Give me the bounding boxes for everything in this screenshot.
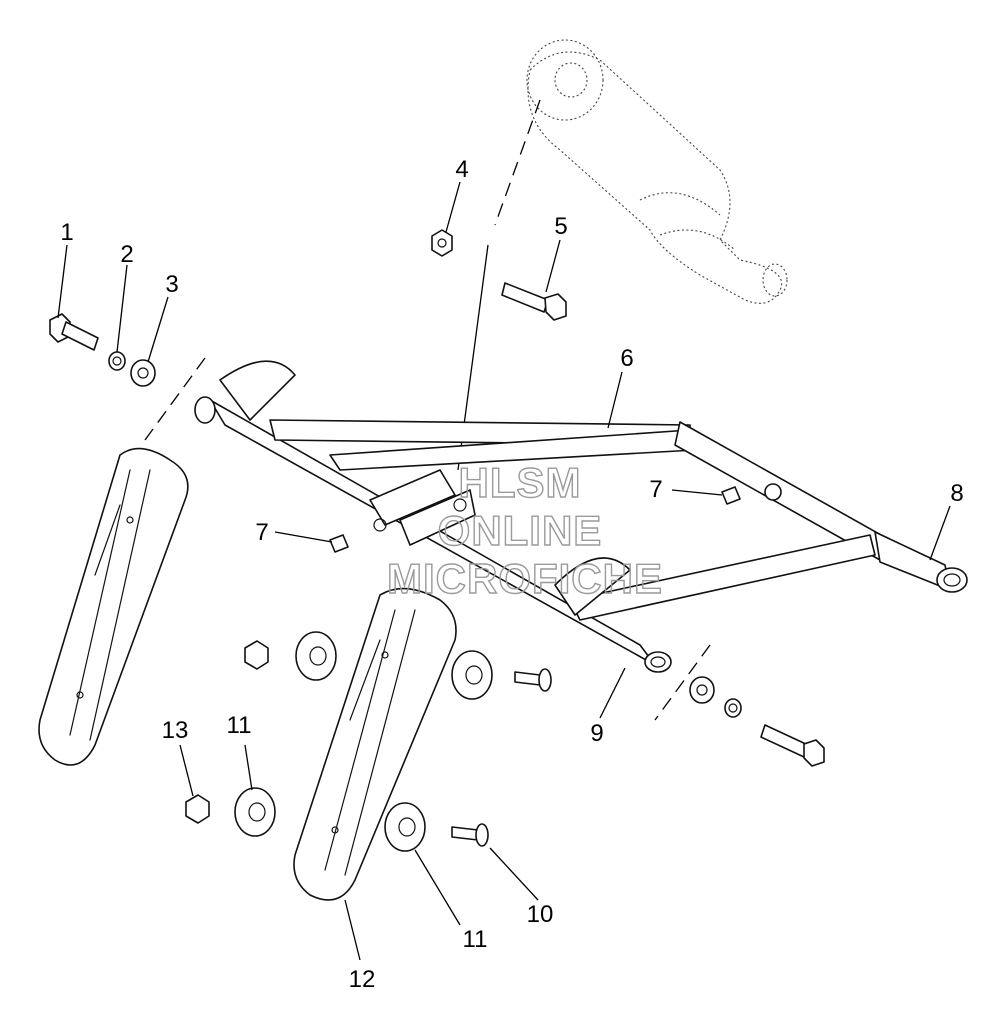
watermark-line-2: ONLINE: [438, 507, 603, 554]
flat-washer-3: [130, 359, 156, 387]
nut-4: [431, 229, 453, 257]
callout-5: 5: [554, 213, 567, 240]
flange-nut-13-lower: [185, 794, 210, 824]
swing-arm-frame: [194, 360, 968, 673]
flat-washer-right: [689, 676, 715, 704]
bolt-1: [49, 313, 99, 351]
bushing-11-a: [295, 631, 337, 681]
link-arm-left: [38, 447, 189, 766]
bushing-11-d: [384, 802, 426, 852]
shock-absorber-phantom: [526, 39, 788, 304]
grease-fitting-7-left: [329, 534, 349, 553]
watermark-line-3: MICROFICHE: [387, 555, 663, 602]
bushing-11-b: [451, 650, 493, 700]
link-arm-right: [293, 587, 457, 901]
leader-lines: [57, 181, 951, 961]
flange-nut-13-upper: [244, 640, 269, 670]
bushing-11-c: [234, 787, 276, 837]
pin-10-upper: [514, 668, 552, 692]
callout-2: 2: [120, 241, 133, 268]
callout-8: 8: [950, 480, 963, 507]
callout-10: 10: [527, 901, 554, 928]
callout-12: 12: [349, 966, 376, 993]
callout-11-lower: 11: [463, 926, 488, 953]
callout-7-left: 7: [255, 519, 268, 546]
callout-6: 6: [620, 345, 633, 372]
callout-labels: 1 2 3 4 5 6 7 7 8 9 10 11 11 12 13: [60, 156, 963, 993]
callout-13: 13: [162, 717, 189, 744]
lock-washer-right: [724, 698, 742, 718]
bolt-5: [501, 282, 567, 321]
callout-3: 3: [165, 271, 178, 298]
watermark-line-1: HLSM: [459, 459, 582, 506]
bolt-right: [760, 724, 825, 767]
watermark: HLSM ONLINE MICROFICHE: [386, 458, 663, 602]
callout-4: 4: [455, 156, 468, 183]
callout-11-upper: 11: [227, 712, 252, 739]
callout-9: 9: [590, 720, 603, 747]
pin-10-lower: [451, 823, 489, 847]
lock-washer-2: [108, 351, 126, 371]
callout-7-right: 7: [649, 476, 662, 503]
callout-1: 1: [60, 219, 73, 246]
grease-fitting-7-right: [721, 486, 741, 505]
